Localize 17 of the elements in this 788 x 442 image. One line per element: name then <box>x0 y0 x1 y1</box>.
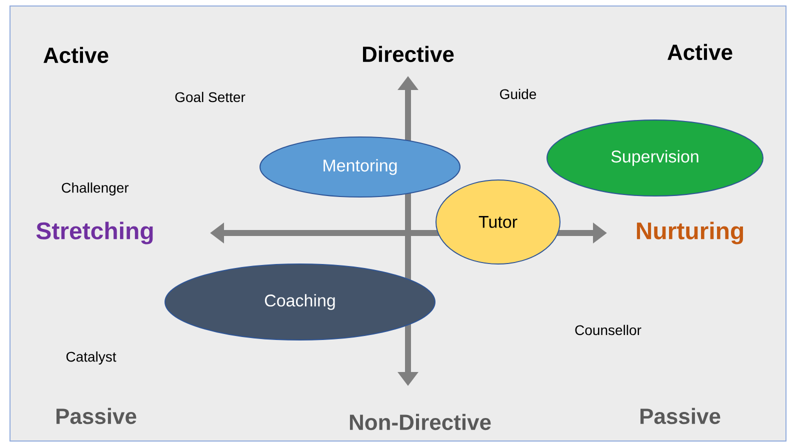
corner-label: Passive <box>56 408 136 424</box>
oval: Coaching <box>164 264 436 340</box>
axis-label: Directive <box>363 46 454 62</box>
role-label: Catalyst <box>66 351 116 365</box>
role-label: Challenger <box>62 182 129 196</box>
role-label: Goal Setter <box>175 92 246 102</box>
oval: Tutor <box>436 180 560 264</box>
axis-label: Stretching <box>36 222 153 244</box>
corner-label: Passive <box>640 408 720 424</box>
corner-label: Active <box>44 46 108 64</box>
corner-label: Active <box>668 44 732 60</box>
role-label: Counsellor <box>575 324 642 336</box>
axis-label: Nurturing <box>636 222 744 244</box>
role-label: Guide <box>500 88 536 100</box>
axis-label: Non-Directive <box>350 414 491 430</box>
oval: Supervision <box>546 120 764 196</box>
oval: Mentoring <box>260 136 460 198</box>
